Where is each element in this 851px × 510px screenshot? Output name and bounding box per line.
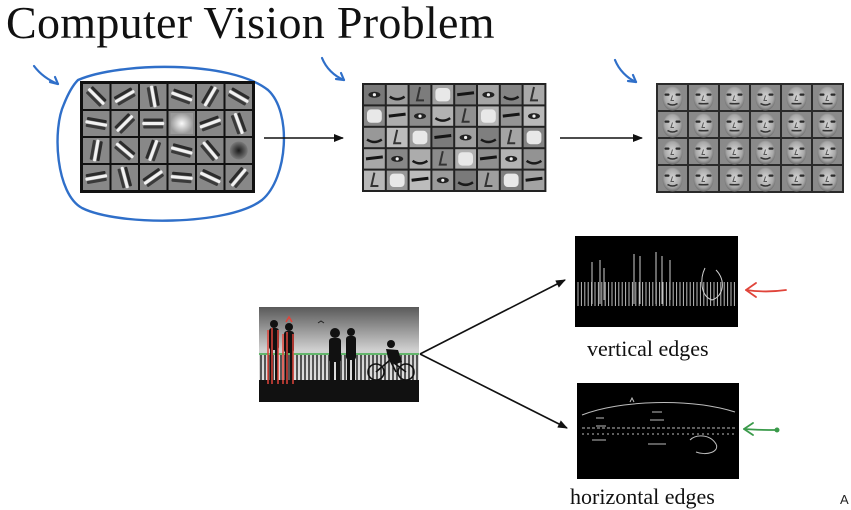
annotation-green-arrow — [743, 422, 780, 436]
annotation-red-arrow — [745, 282, 787, 298]
horizontal-edge-map — [577, 383, 739, 479]
slide-title: Computer Vision Problem — [6, 0, 495, 48]
face-grid — [656, 83, 844, 193]
vertical-edges-caption: vertical edges — [587, 336, 709, 361]
annotation-check-3 — [613, 58, 638, 84]
annotation-check-1 — [32, 64, 60, 86]
silhouette-photo — [259, 307, 419, 402]
face-parts-grid — [362, 83, 547, 192]
corner-mark: A — [840, 492, 849, 507]
annotation-circle — [56, 65, 286, 222]
arrow-to-vertical-edges — [419, 279, 566, 355]
arrow-to-horizontal-edges — [419, 353, 568, 429]
annotation-check-2 — [320, 56, 346, 82]
horizontal-edges-caption: horizontal edges — [570, 484, 715, 509]
vertical-edge-map — [575, 236, 738, 327]
edge-filter-grid — [80, 81, 255, 193]
